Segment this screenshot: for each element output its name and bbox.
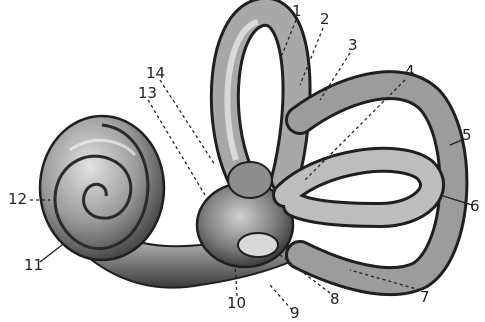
label-8: 8: [330, 292, 340, 307]
label-5: 5: [462, 128, 472, 143]
label-12: 12: [8, 192, 27, 207]
label-4: 4: [405, 64, 415, 79]
cochlea: [40, 116, 164, 260]
label-2: 2: [320, 12, 330, 27]
label-11: 11: [24, 258, 43, 273]
label-1: 1: [292, 4, 302, 19]
label-6: 6: [470, 199, 480, 214]
label-9: 9: [290, 306, 300, 321]
oval-window: [238, 233, 278, 257]
label-13: 13: [138, 86, 157, 101]
label-10: 10: [227, 296, 246, 311]
label-7: 7: [420, 290, 430, 305]
label-14: 14: [146, 66, 165, 81]
label-3: 3: [348, 38, 358, 53]
ampulla: [228, 162, 272, 198]
